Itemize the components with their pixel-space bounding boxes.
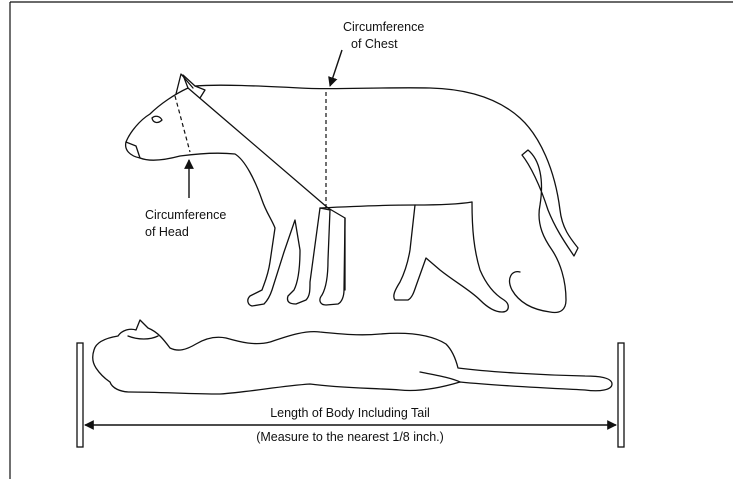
chest-label-line1: Circumference bbox=[343, 20, 424, 35]
chest-arrow bbox=[330, 50, 342, 86]
right-measuring-board bbox=[618, 343, 624, 447]
head-measure-line bbox=[175, 96, 190, 152]
head-label-line2: of Head bbox=[145, 225, 189, 240]
standing-cougar bbox=[126, 74, 578, 313]
lying-cougar bbox=[93, 320, 612, 394]
left-measuring-board bbox=[77, 343, 83, 447]
chest-label-line2: of Chest bbox=[351, 37, 398, 52]
head-label-line1: Circumference bbox=[145, 208, 226, 223]
length-label-line2: (Measure to the nearest 1/8 inch.) bbox=[200, 430, 500, 445]
length-label-line1: Length of Body Including Tail bbox=[200, 406, 500, 421]
